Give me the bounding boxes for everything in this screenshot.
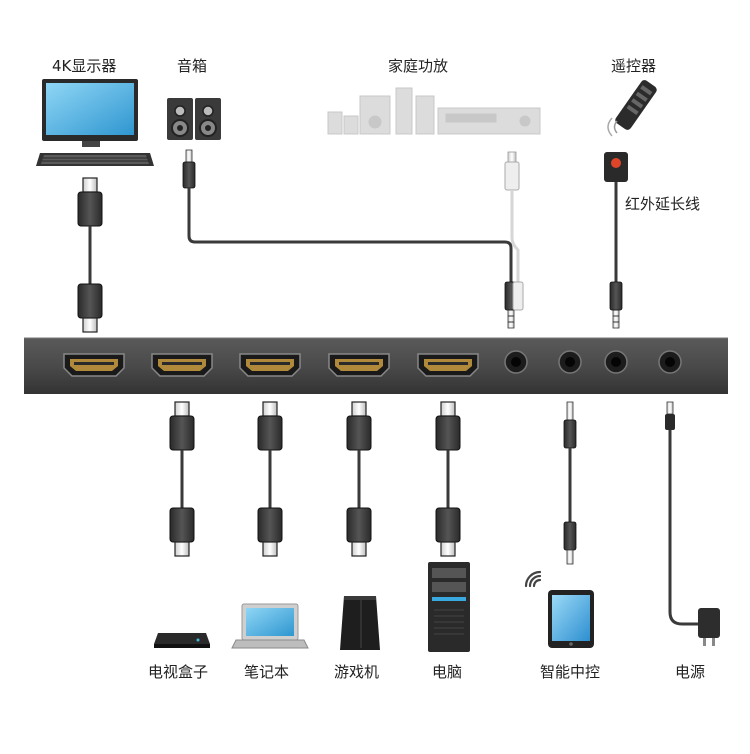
label-ir-extender: 红外延长线 [625, 195, 701, 213]
label-home-theater: 家庭功放 [388, 57, 449, 75]
hdmi-out-port [63, 353, 125, 377]
label-power: 电源 [675, 663, 706, 681]
label-4k-display: 4K显示器 [52, 57, 117, 75]
label-laptop: 笔记本 [244, 663, 290, 681]
speakers-icon [167, 98, 221, 140]
power-adapter-icon [698, 608, 720, 646]
keyboard-icon [36, 153, 154, 166]
label-game-console: 游戏机 [334, 663, 380, 681]
audio-cable-amp [504, 151, 524, 311]
pc-icon [428, 562, 470, 652]
hdmi-in-port-1 [151, 353, 213, 377]
hdmi-in-port-3 [328, 353, 390, 377]
audio-out-jack [504, 350, 528, 374]
laptop-icon [231, 603, 309, 649]
tablet-icon [548, 590, 594, 648]
hdmi-cable-tvbox [168, 400, 196, 558]
label-pc: 电脑 [432, 663, 463, 681]
label-tv-box: 电视盒子 [148, 663, 209, 681]
remote-control-icon [607, 80, 657, 137]
game-console-icon [340, 596, 380, 650]
hdmi-cable-monitor [76, 176, 104, 334]
ir-receiver-icon [604, 152, 628, 329]
monitor-icon [42, 79, 138, 147]
wifi-icon [524, 570, 542, 588]
hdmi-in-port-2 [239, 353, 301, 377]
audio-cable-speakers [182, 149, 518, 329]
power-cable [665, 401, 700, 626]
rs232-jack [558, 350, 582, 374]
hdmi-cable-console [345, 400, 373, 558]
hdmi-cable-laptop [256, 400, 284, 558]
audio-cable-smart-control [563, 401, 577, 565]
hdmi-in-port-4 [417, 353, 479, 377]
power-jack [658, 350, 682, 374]
label-speakers: 音箱 [177, 57, 208, 75]
label-smart-control: 智能中控 [540, 663, 601, 681]
label-remote: 遥控器 [611, 57, 657, 75]
tv-box-icon [154, 633, 210, 648]
ir-jack [604, 350, 628, 374]
home-theater-icon [327, 87, 541, 135]
hdmi-cable-pc [434, 400, 462, 558]
